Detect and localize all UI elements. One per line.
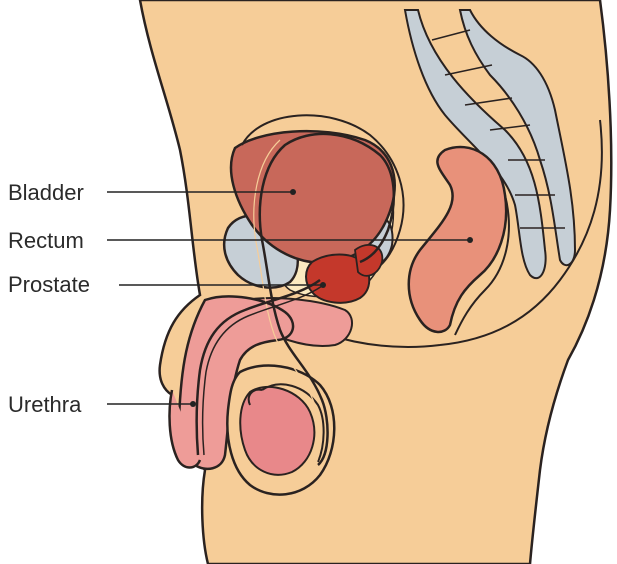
- rectum-pointer: [467, 237, 473, 243]
- bladder-pointer: [290, 189, 296, 195]
- prostate-pointer: [320, 282, 326, 288]
- urethra-pointer: [190, 401, 196, 407]
- label-bladder: Bladder: [8, 180, 84, 205]
- label-rectum: Rectum: [8, 228, 84, 253]
- label-prostate: Prostate: [8, 272, 90, 297]
- label-urethra: Urethra: [8, 392, 82, 417]
